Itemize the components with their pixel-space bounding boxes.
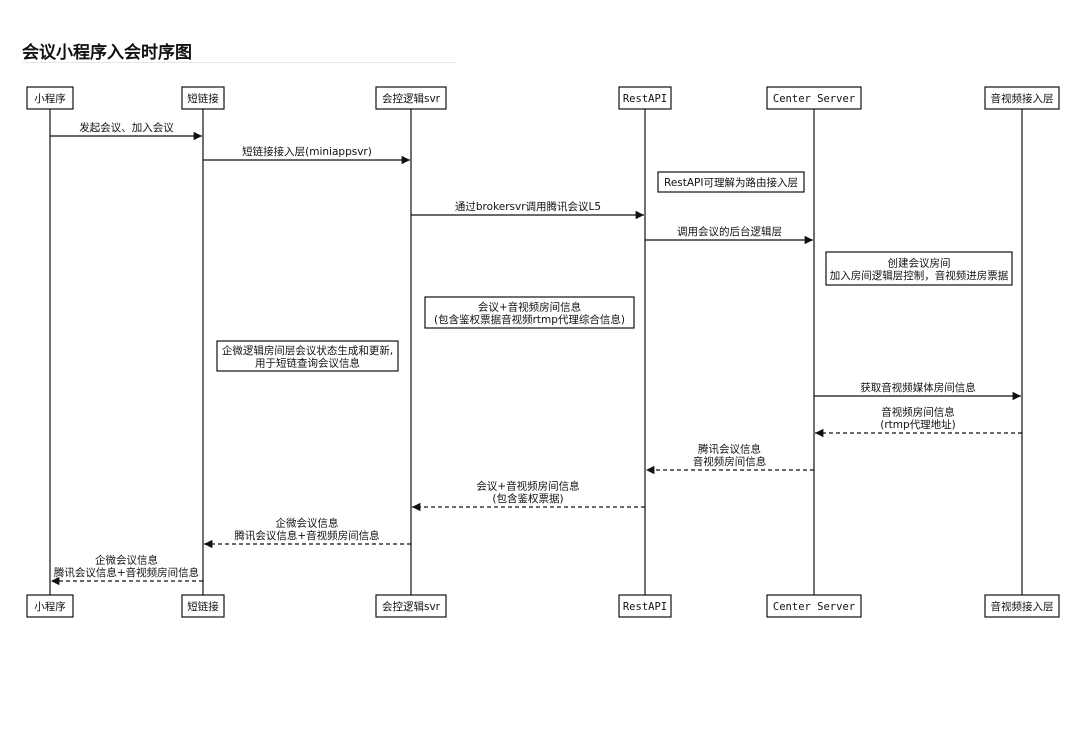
message-2: 短链接接入层(miniappsvr) [203, 145, 410, 165]
participant-label: 音视频接入层 [991, 600, 1054, 613]
participant-short-bottom: 短链接 [181, 594, 225, 618]
participant-ctrl-top: 会控逻辑svr [375, 86, 447, 110]
message-label: 调用会议的后台逻辑层 [677, 225, 782, 238]
participant-center-top: Center Server [766, 86, 862, 110]
participant-rest-bottom: RestAPI [618, 594, 672, 618]
message-label: 获取音视频媒体房间信息 [860, 381, 976, 394]
message-label: 企微会议信息 [276, 517, 339, 530]
note-box [657, 171, 805, 193]
message-label: 腾讯会议信息+音视频房间信息 [54, 566, 199, 579]
participant-label: RestAPI [623, 601, 667, 613]
note-1: RestAPI可理解为路由接入层 [657, 171, 805, 193]
participant-av-top: 音视频接入层 [984, 86, 1060, 110]
participant-rest-top: RestAPI [618, 86, 672, 110]
notes: RestAPI可理解为路由接入层创建会议房间加入房间逻辑层控制，音视频进房票据会… [216, 171, 1013, 372]
participant-label: 小程序 [34, 92, 66, 105]
participant-box [984, 594, 1060, 618]
participant-box [618, 86, 672, 110]
participant-center-bottom: Center Server [766, 594, 862, 618]
note-box [825, 251, 1013, 286]
page-title: 会议小程序入会时序图 [22, 43, 192, 63]
note-text: (包含鉴权票据音视频rtmp代理综合信息) [434, 313, 625, 326]
participant-box [766, 594, 862, 618]
participant-box [375, 86, 447, 110]
participant-label: 短链接 [187, 92, 219, 105]
participant-box [984, 86, 1060, 110]
participant-label: Center Server [773, 601, 855, 613]
note-text: RestAPI可理解为路由接入层 [664, 176, 798, 189]
participant-short-top: 短链接 [181, 86, 225, 110]
message-label: 企微会议信息 [95, 554, 158, 567]
message-1: 发起会议、加入会议 [50, 121, 202, 141]
participant-box [375, 594, 447, 618]
participant-av-bottom: 音视频接入层 [984, 594, 1060, 618]
message-4: 调用会议的后台逻辑层 [645, 225, 813, 245]
participant-label: 小程序 [34, 600, 66, 613]
message-label: (rtmp代理地址) [880, 418, 956, 431]
lifelines [49, 109, 1023, 595]
participant-label: 会控逻辑svr [382, 600, 441, 613]
message-3: 通过brokersvr调用腾讯会议L5 [411, 200, 644, 220]
message-label: (包含鉴权票据) [492, 492, 563, 505]
message-label: 音视频房间信息 [693, 455, 767, 468]
message-label: 短链接接入层(miniappsvr) [242, 145, 372, 158]
participant-box [26, 594, 74, 618]
participant-box [26, 86, 74, 110]
participant-heads-top: 小程序 短链接 会控逻辑svr RestAPI Center Server 音视频接入层 [26, 86, 1060, 110]
title-divider [22, 62, 457, 63]
participant-label: RestAPI [623, 93, 667, 105]
message-label: 通过brokersvr调用腾讯会议L5 [455, 200, 601, 213]
participant-mini-bottom: 小程序 [26, 594, 74, 618]
message-label: 腾讯会议信息 [698, 443, 761, 456]
message-label: 音视频房间信息 [881, 406, 955, 419]
participant-ctrl-bottom: 会控逻辑svr [375, 594, 447, 618]
message-6: 音视频房间信息(rtmp代理地址) [815, 406, 1022, 438]
participant-label: Center Server [773, 93, 855, 105]
note-4: 企微逻辑房间层会议状态生成和更新,用于短链查询会议信息 [216, 340, 399, 372]
note-3: 会议+音视频房间信息(包含鉴权票据音视频rtmp代理综合信息) [424, 296, 635, 329]
participant-heads-bottom: 小程序 短链接 会控逻辑svr RestAPI Center Server 音视频接入层 [26, 594, 1060, 618]
message-label: 会议+音视频房间信息 [476, 480, 579, 493]
message-8: 会议+音视频房间信息(包含鉴权票据) [412, 480, 645, 512]
note-text: 会议+音视频房间信息 [478, 300, 581, 313]
note-box [216, 340, 399, 372]
participant-label: 音视频接入层 [991, 92, 1054, 105]
note-text: 企微逻辑房间层会议状态生成和更新, [222, 344, 393, 357]
note-text: 用于短链查询会议信息 [255, 356, 360, 369]
participant-label: 短链接 [187, 600, 219, 613]
participant-box [766, 86, 862, 110]
note-box [424, 296, 635, 329]
note-text: 加入房间逻辑层控制，音视频进房票据 [830, 269, 1009, 282]
message-label: 腾讯会议信息+音视频房间信息 [234, 529, 379, 542]
note-text: 创建会议房间 [888, 256, 951, 269]
participant-box [181, 86, 225, 110]
message-5: 获取音视频媒体房间信息 [814, 381, 1021, 401]
participant-box [618, 594, 672, 618]
participant-mini-top: 小程序 [26, 86, 74, 110]
participant-label: 会控逻辑svr [382, 92, 441, 105]
participant-box [181, 594, 225, 618]
message-label: 发起会议、加入会议 [79, 121, 174, 134]
